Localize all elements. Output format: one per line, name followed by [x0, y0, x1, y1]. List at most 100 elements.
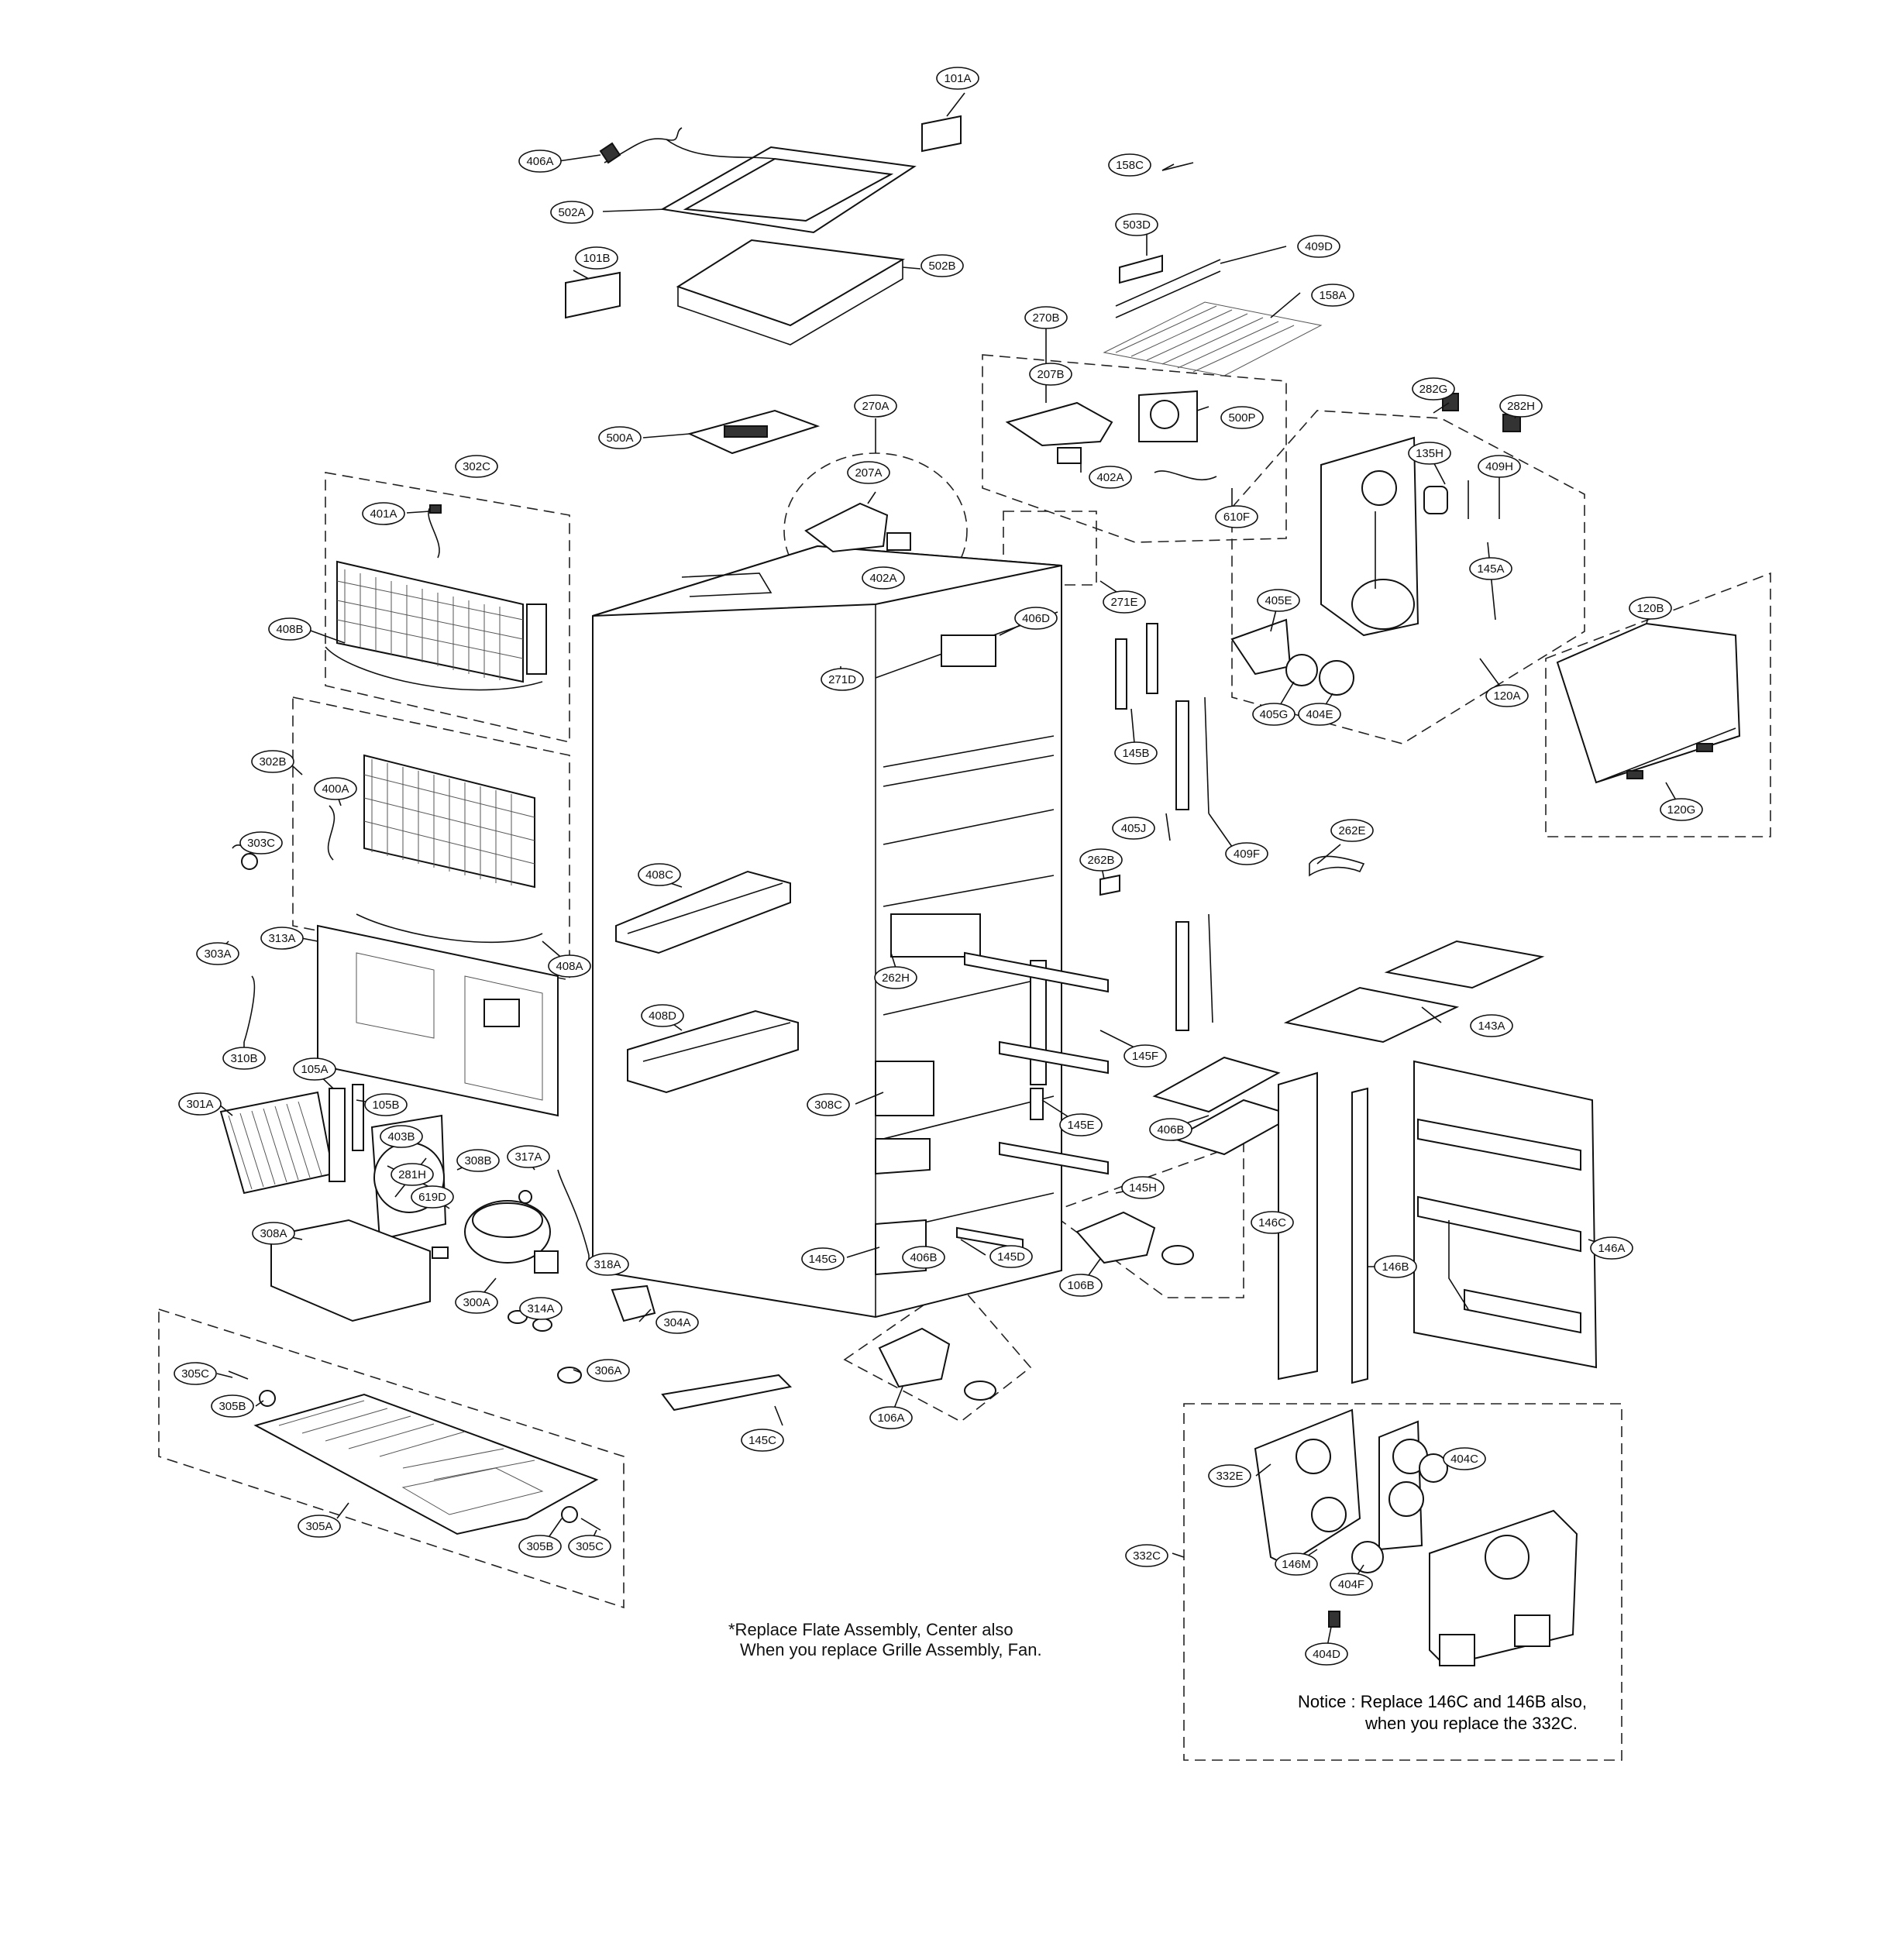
- callout-label: 207B: [1037, 368, 1064, 381]
- callout-bubble: [260, 927, 304, 950]
- callout-label: 145F: [1132, 1050, 1158, 1063]
- callout-308c: 308C: [807, 1093, 850, 1116]
- replace-note-line-2: When you replace Grille Assembly, Fan.: [740, 1640, 1042, 1659]
- callout-label: 305C: [576, 1540, 604, 1553]
- callout-label: 404F: [1338, 1578, 1364, 1591]
- callout-bubble: [550, 201, 594, 224]
- callout-303a: 303A: [196, 942, 239, 965]
- callout-bubble: [874, 966, 917, 989]
- callout-405g: 405G: [1252, 703, 1296, 726]
- callout-270b: 270B: [1024, 306, 1068, 329]
- callout-145g: 145G: [801, 1247, 845, 1271]
- callout-label: 401A: [370, 507, 397, 521]
- callout-bubble: [641, 1004, 684, 1027]
- callout-label: 404C: [1450, 1453, 1478, 1466]
- replace-note-line-1: *Replace Flate Assembly, Center also: [728, 1620, 1013, 1639]
- callout-label: 145G: [809, 1253, 838, 1266]
- callout-bubble: [1014, 607, 1058, 630]
- callout-302c: 302C: [455, 455, 498, 478]
- callout-label: 502A: [558, 206, 585, 219]
- interior-trims: [615, 870, 799, 1412]
- callout-bubble: [174, 1362, 217, 1385]
- callout-306a: 306A: [587, 1359, 630, 1382]
- callout-label: 302C: [463, 460, 490, 473]
- callout-305c: 305C: [174, 1362, 217, 1385]
- callout-308a: 308A: [252, 1222, 295, 1245]
- callout-label: 408C: [645, 868, 673, 882]
- callout-145b: 145B: [1114, 741, 1158, 765]
- callout-bubble: [1251, 1211, 1294, 1234]
- callout-bubble: [1215, 505, 1258, 528]
- callout-282g: 282G: [1412, 377, 1455, 401]
- callout-label: 158C: [1116, 159, 1144, 172]
- callout-145h: 145H: [1121, 1176, 1165, 1199]
- callout-143a: 143A: [1470, 1014, 1513, 1037]
- callout-label: 308C: [814, 1099, 842, 1112]
- callout-bubble: [211, 1394, 254, 1418]
- callout-label: 313A: [268, 932, 295, 945]
- callout-610f: 610F: [1215, 505, 1258, 528]
- callout-bubble: [989, 1245, 1033, 1268]
- callout-502a: 502A: [550, 201, 594, 224]
- control-parts: [804, 162, 1323, 553]
- callout-label: 402A: [1096, 471, 1123, 484]
- callout-305c: 305C: [568, 1535, 611, 1558]
- callout-106a: 106A: [869, 1406, 913, 1429]
- callout-404d: 404D: [1305, 1642, 1348, 1666]
- callout-bubble: [807, 1093, 850, 1116]
- callout-bubble: [314, 777, 357, 800]
- callout-label: 145B: [1122, 747, 1149, 760]
- callout-label: 402A: [869, 572, 896, 585]
- callout-label: 146B: [1382, 1260, 1409, 1274]
- callout-bubble: [1225, 842, 1268, 865]
- callout-bubble: [1485, 684, 1529, 707]
- callout-282h: 282H: [1499, 394, 1543, 418]
- callout-label: 332E: [1216, 1470, 1243, 1483]
- callout-label: 281H: [398, 1168, 426, 1181]
- callout-404f: 404F: [1330, 1573, 1373, 1596]
- callout-label: 145D: [997, 1250, 1025, 1264]
- callout-bubble: [507, 1145, 550, 1168]
- callout-332c: 332C: [1125, 1544, 1168, 1567]
- callout-label: 271E: [1110, 596, 1137, 609]
- callout-bubble: [411, 1185, 454, 1209]
- callout-400a: 400A: [314, 777, 357, 800]
- cover-120b: [1556, 622, 1741, 784]
- callout-label: 106B: [1067, 1279, 1094, 1292]
- callout-145a: 145A: [1469, 557, 1512, 580]
- hinges: [878, 1211, 1194, 1401]
- callout-label: 306A: [594, 1364, 621, 1377]
- callout-bubble: [1059, 1274, 1103, 1297]
- callout-bubble: [1412, 377, 1455, 401]
- callout-label: 300A: [463, 1296, 490, 1309]
- callout-bubble: [1297, 235, 1340, 258]
- callout-bubble: [1079, 848, 1123, 872]
- callout-label: 145C: [748, 1434, 776, 1447]
- callout-bubble: [222, 1047, 266, 1070]
- callout-bubble: [1059, 1113, 1103, 1136]
- callout-305a: 305A: [298, 1515, 341, 1538]
- callout-label: 305B: [219, 1400, 246, 1413]
- group-boundaries: [158, 354, 1771, 1761]
- callout-318a: 318A: [586, 1253, 629, 1276]
- callout-bubble: [638, 863, 681, 886]
- callout-502b: 502B: [920, 254, 964, 277]
- callout-label: 120A: [1493, 689, 1520, 703]
- callout-bubble: [518, 150, 562, 173]
- callout-bubble: [1275, 1553, 1318, 1576]
- callout-label: 158A: [1319, 289, 1346, 302]
- callout-bubble: [298, 1515, 341, 1538]
- callout-bubble: [821, 668, 864, 691]
- callout-101a: 101A: [936, 67, 979, 90]
- evaporator-upper: [325, 504, 547, 691]
- callout-bubble: [1469, 557, 1512, 580]
- callout-label: 282G: [1419, 383, 1448, 396]
- callout-146c: 146C: [1251, 1211, 1294, 1234]
- callout-bubble: [1029, 363, 1072, 386]
- callout-313a: 313A: [260, 927, 304, 950]
- callout-145d: 145D: [989, 1245, 1033, 1268]
- callout-bubble: [1125, 1544, 1168, 1567]
- callout-bubble: [456, 1149, 500, 1172]
- callout-402a: 402A: [862, 566, 905, 590]
